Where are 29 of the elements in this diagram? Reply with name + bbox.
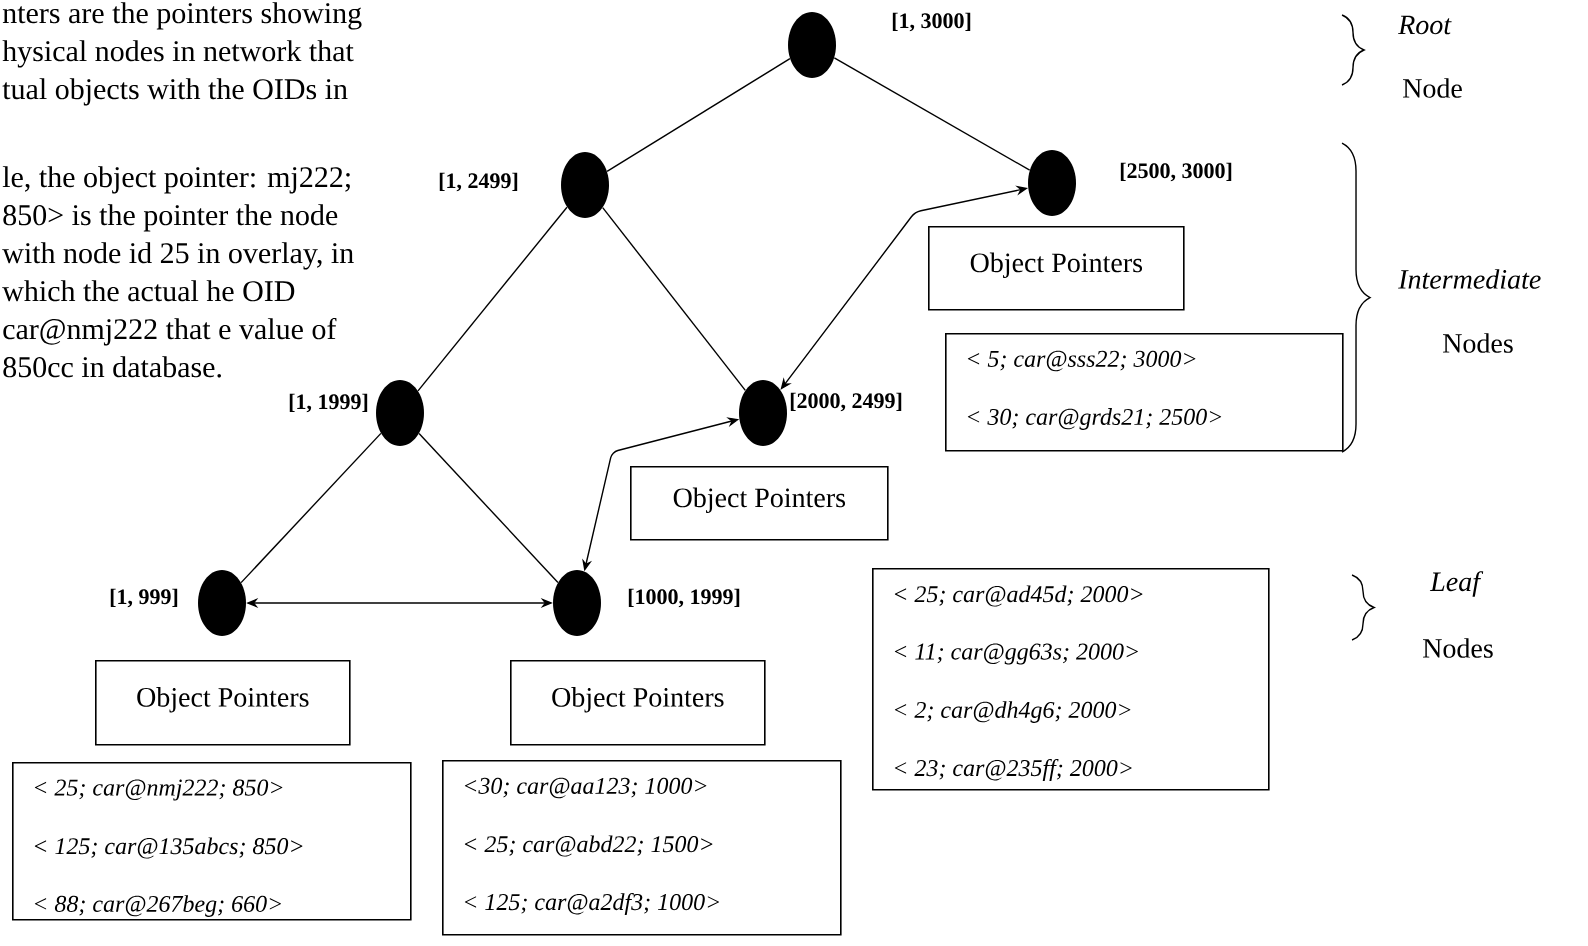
paragraph: nters are the pointers showing hysical nodes in network that tual objects with the OIDs in [2,2,362,106]
tree-edge [602,206,747,392]
level-label: Root [1398,15,1452,35]
tree-edge [833,57,1031,171]
range-label: [1, 1999] [289,393,368,413]
object-pointers-box: Object Pointers [630,466,889,541]
level-label: Node [1403,78,1462,98]
level-label: Nodes [1443,333,1513,353]
range-label: [2500, 3000] [1120,162,1232,182]
object-pointers-box: Object Pointers [928,226,1185,311]
object-pointers-box: Object Pointers [95,660,351,746]
tree-edge [417,206,568,392]
pointer-list-box: < 25; car@nmj222; 850> < 125; car@135abcs; 850> < 88; car@267beg; 660> [12,762,412,921]
range-label: [1, 2499] [439,172,518,192]
level-label: Leaf [1429,571,1484,597]
range-label: [1, 999] [110,588,178,608]
pointer-list-box: < 5; car@sss22; 3000> < 30; car@grds21; 2500> [945,333,1344,452]
level-label: Intermediate [1398,269,1541,289]
paragraph: le, the object pointer: mj222; 850> is the pointer the node with node id 25 in overlay, in which the actual he OID car@nmj222 that e value of 850cc in database. [2,166,354,378]
range-label: [2000, 2499] [790,392,902,412]
pointer-list-box: < 25; car@ad45d; 2000> < 11; car@gg63s; 2000> < 2; car@dh4g6; 2000> < 23; car@235ff; 2000> [872,568,1270,791]
range-label: [1000, 1999] [628,588,740,608]
tree-edge [418,432,559,584]
range-label: [1, 3000] [892,12,971,32]
object-pointers-box: Object Pointers [510,660,766,746]
pointer-list-box: <30; car@aa123; 1000> < 25; car@abd22; 1500> < 125; car@a2df3; 1000> [442,760,842,936]
tree-edge [606,57,791,173]
level-label: Nodes [1423,638,1493,658]
tree-edge [240,432,382,584]
